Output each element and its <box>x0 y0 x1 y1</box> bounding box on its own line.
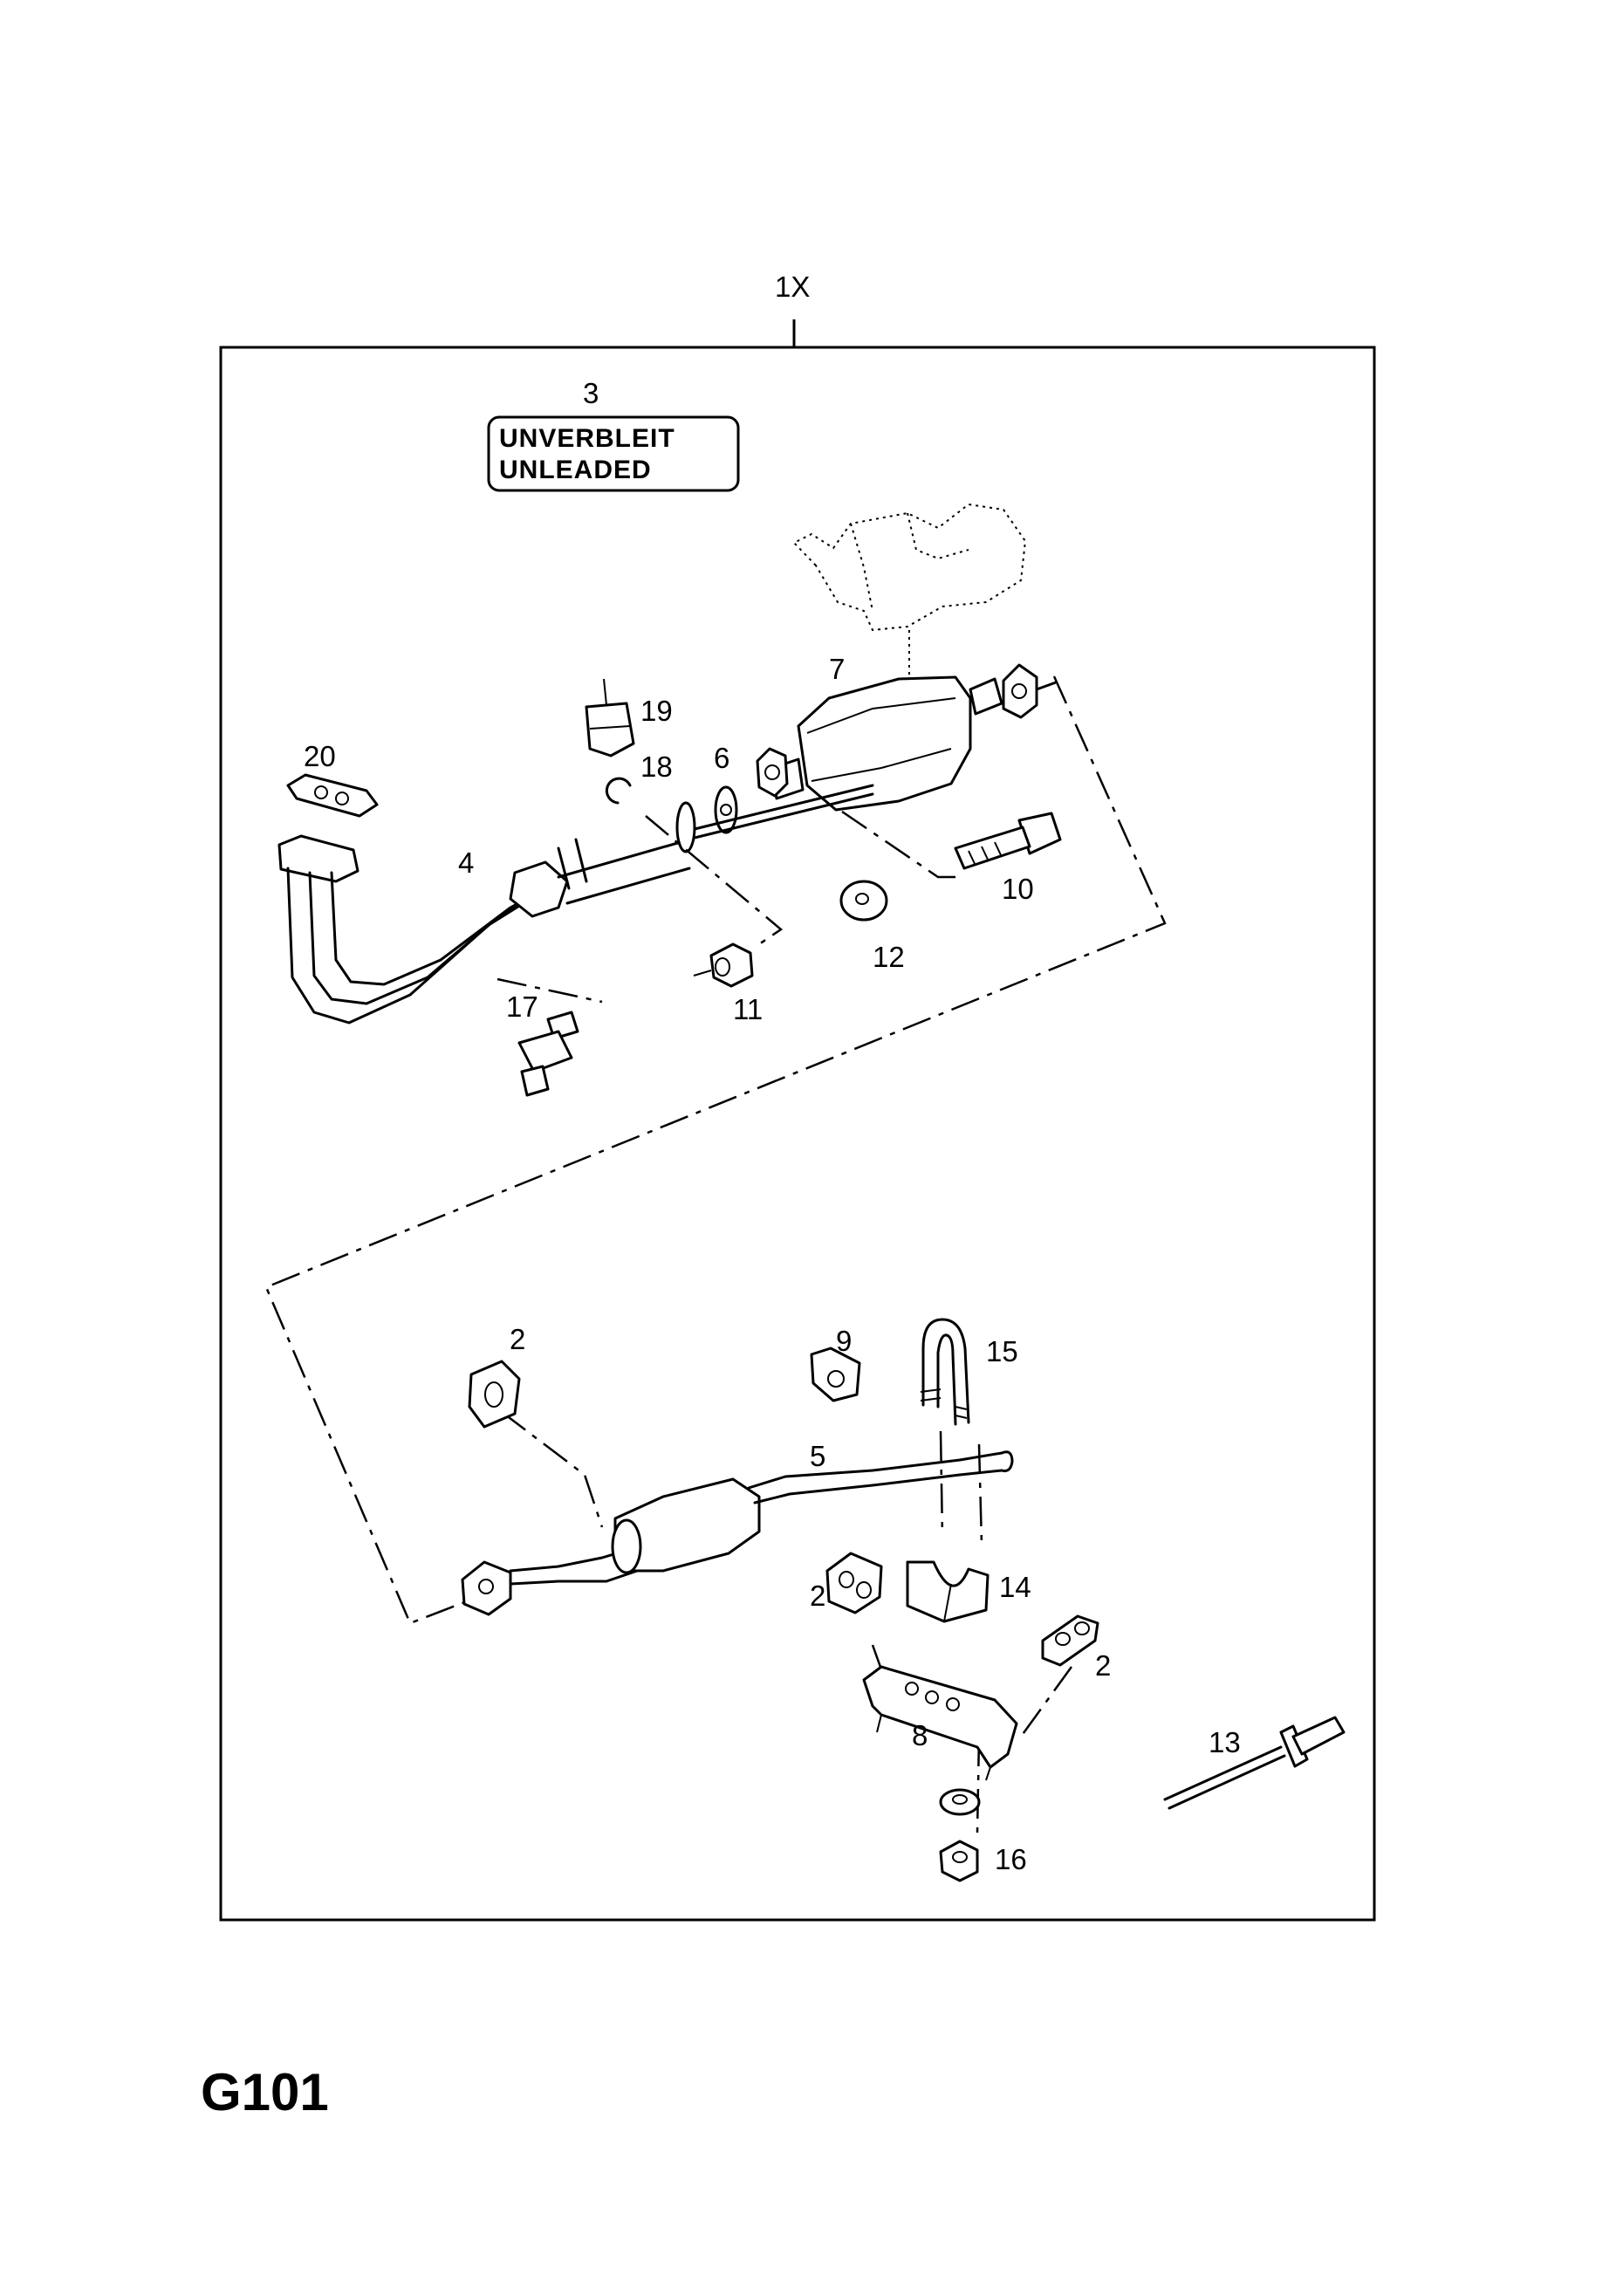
callout-10: 10 <box>1002 873 1034 905</box>
assembly-frame: 1X <box>219 271 1376 1922</box>
plate-line-1: UNVERBLEIT <box>499 424 675 453</box>
rubber-hanger-1 <box>468 1360 521 1429</box>
rubber-hanger-3 <box>1041 1614 1099 1667</box>
front-exhaust-pipe <box>277 784 874 1025</box>
callout-2-a: 2 <box>510 1323 525 1355</box>
callout-7: 7 <box>829 653 845 685</box>
retaining-clip <box>605 777 632 805</box>
callout-15: 15 <box>986 1335 1018 1367</box>
callout-16: 16 <box>995 1843 1027 1875</box>
mounting-bracket <box>810 1347 861 1402</box>
catalytic-converter <box>756 663 1058 812</box>
callout-19: 19 <box>640 695 673 727</box>
washer <box>839 880 888 922</box>
callout-17: 17 <box>506 990 538 1023</box>
gasket-ring <box>714 785 738 834</box>
clamp-saddle <box>906 1560 990 1623</box>
callout-5: 5 <box>810 1440 825 1472</box>
callout-13: 13 <box>1209 1726 1241 1758</box>
assembly-label: 1X <box>775 271 810 303</box>
rear-exhaust-pipe <box>461 1450 1014 1616</box>
unleaded-plate: UNVERBLEIT UNLEADED <box>487 415 740 492</box>
flange-bolt <box>954 812 1062 870</box>
callout-4: 4 <box>458 846 474 879</box>
callout-14: 14 <box>999 1571 1031 1603</box>
blind-rivet <box>1163 1716 1346 1810</box>
callout-3: 3 <box>583 377 599 409</box>
heat-shield <box>792 503 1027 703</box>
callout-2-c: 2 <box>1095 1649 1111 1682</box>
callout-9: 9 <box>836 1325 852 1357</box>
callout-6: 6 <box>714 742 729 774</box>
callout-8: 8 <box>912 1719 928 1751</box>
clamp-bracket <box>862 1665 1018 1781</box>
callout-2-b: 2 <box>810 1580 825 1612</box>
plate-line-2: UNLEADED <box>499 456 652 484</box>
callout-20: 20 <box>304 740 336 772</box>
u-bolt <box>920 1318 970 1426</box>
callout-18: 18 <box>640 750 673 783</box>
rubber-mount <box>585 678 635 757</box>
callout-12: 12 <box>873 941 905 973</box>
oxygen-sensor <box>517 1011 579 1097</box>
clamp-nut <box>939 1840 979 1882</box>
page-code: G101 <box>201 2063 329 2121</box>
lock-washer <box>939 1788 981 1816</box>
callout-11: 11 <box>733 993 763 1025</box>
hex-nut <box>693 942 754 988</box>
manifold-gasket <box>286 773 379 818</box>
rubber-hanger-2 <box>825 1552 883 1614</box>
